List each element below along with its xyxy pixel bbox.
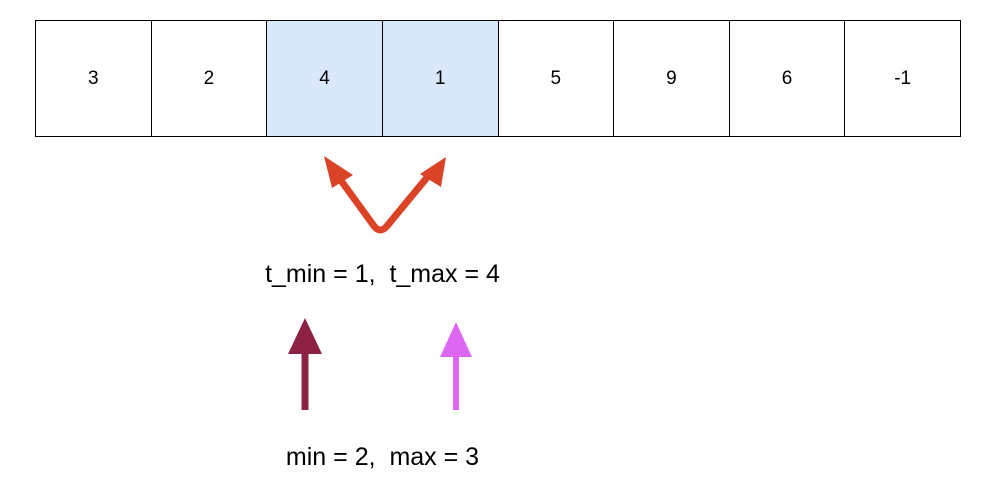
max-arrow-icon bbox=[440, 322, 472, 410]
array-cell: 5 bbox=[498, 21, 615, 136]
t-min-max-label: t_min = 1, t_max = 4 bbox=[265, 260, 500, 288]
array-cell: 3 bbox=[36, 21, 152, 136]
min-arrow-icon bbox=[288, 318, 322, 410]
array-cell: 1 bbox=[382, 21, 499, 136]
array-cell: 6 bbox=[729, 21, 846, 136]
array-cell: 9 bbox=[614, 21, 730, 136]
array-cell: 2 bbox=[151, 21, 268, 136]
swap-arrow-icon bbox=[324, 156, 446, 234]
min-max-label: min = 2, max = 3 bbox=[285, 443, 480, 471]
array-cell: 4 bbox=[267, 21, 383, 136]
array-cell: -1 bbox=[845, 21, 960, 136]
